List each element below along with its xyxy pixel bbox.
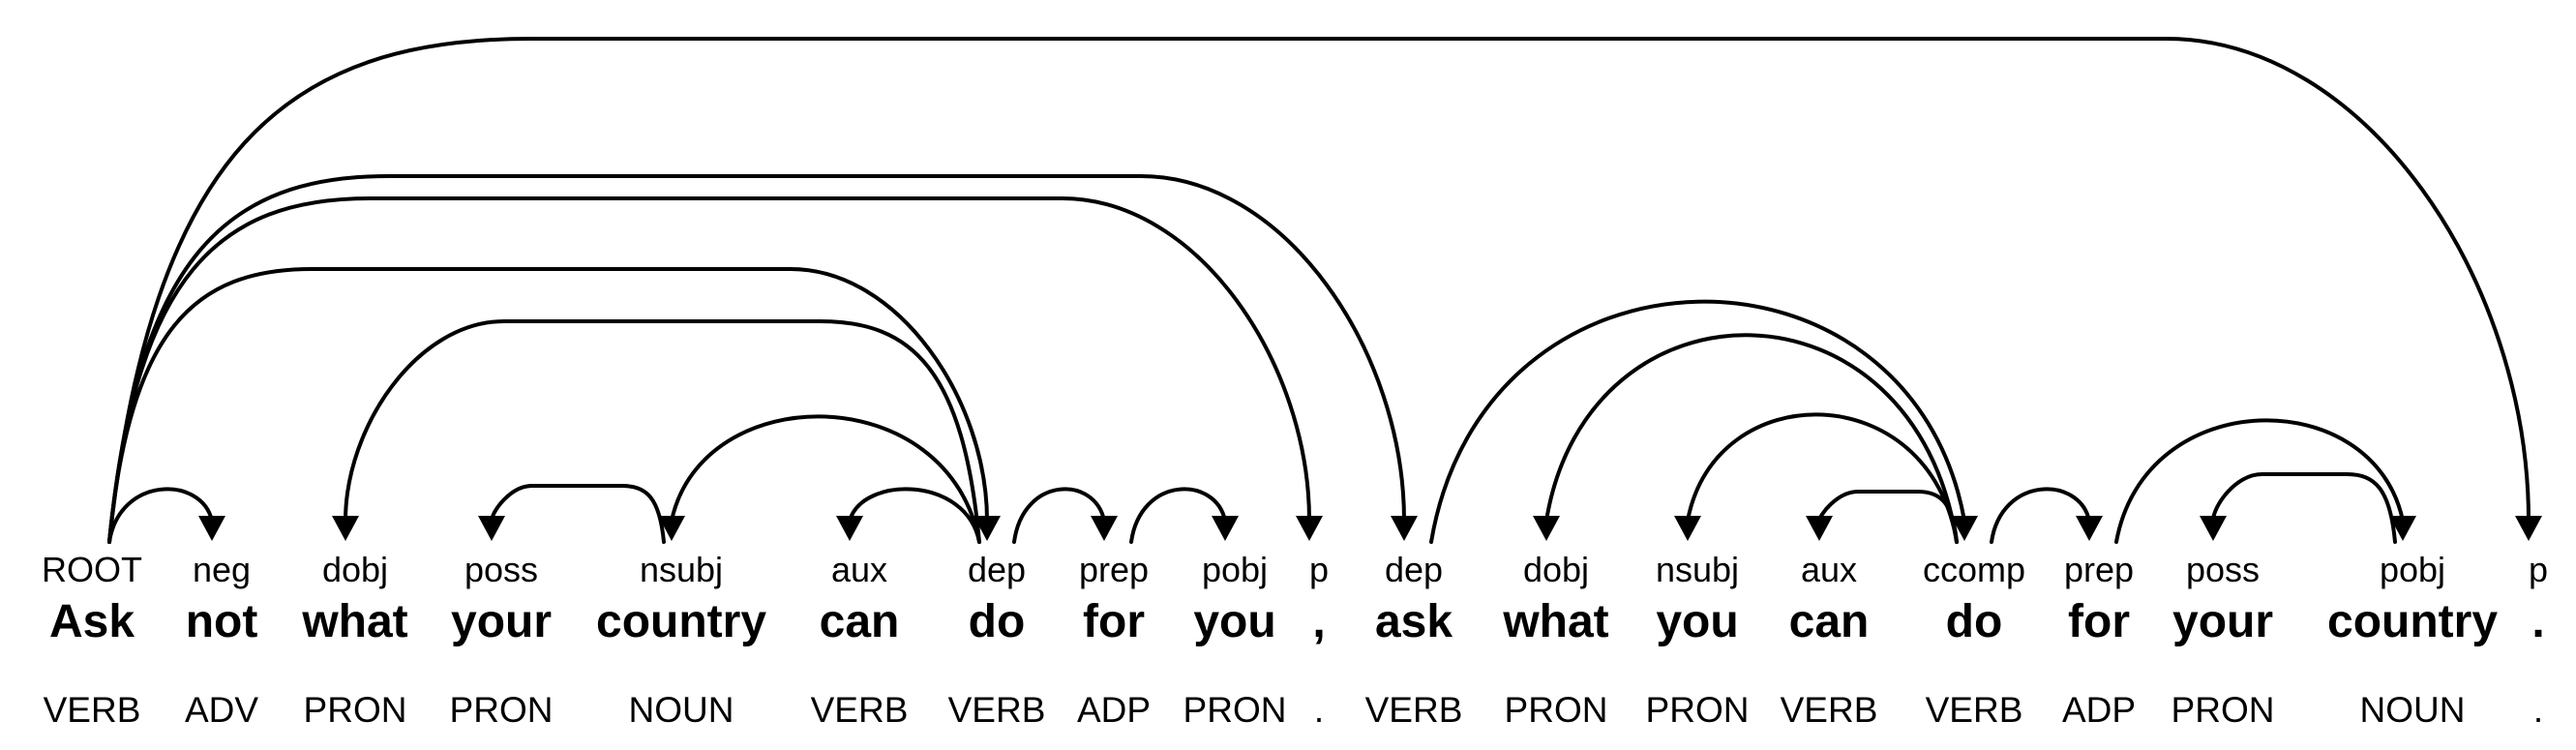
arrowhead-icon [332, 516, 359, 541]
dep-relation-label: aux [830, 550, 888, 589]
arrowhead-icon [1806, 516, 1833, 541]
token-word: what [302, 596, 408, 647]
pos-tag: ADP [2061, 690, 2137, 730]
dependency-arc-pobj-15-17 [2114, 418, 2405, 544]
dependency-arc-ccomp-10-14 [1429, 299, 1966, 544]
dependency-arc-neg-0-1 [107, 487, 214, 544]
token-word: ask [1374, 596, 1453, 647]
dep-relation-label: nsubj [1655, 550, 1740, 589]
dependency-arc-p-0-9 [107, 196, 1311, 544]
dependency-arc-prep-6-7 [1012, 487, 1106, 544]
dep-relation-label: nsubj [639, 550, 724, 589]
pos-tag: PRON [2171, 690, 2275, 730]
dependency-arc-nsubj-6-4 [670, 414, 981, 544]
arrowhead-icon [1674, 516, 1701, 541]
arrowhead-icon [2076, 516, 2103, 541]
token-word: for [2068, 596, 2130, 647]
pos-tag: VERB [947, 690, 1046, 730]
pos-tag: PRON [1645, 690, 1750, 730]
dependency-arc-poss-17-16 [2211, 472, 2397, 544]
pos-tag: VERB [1925, 690, 2023, 730]
dep-relation-label: dep [967, 550, 1027, 589]
dep-relation-label: p [1308, 550, 1330, 589]
arrowhead-icon [973, 516, 1001, 541]
pos-tag: PRON [1504, 690, 1608, 730]
arrowhead-icon [2200, 516, 2227, 541]
dep-relation-label: pobj [1201, 550, 1269, 589]
dependency-arc-dep-0-6 [107, 267, 989, 544]
token-word: you [1193, 596, 1276, 647]
pos-tag: . [2532, 690, 2544, 730]
dependency-arc-prep-14-15 [1990, 487, 2091, 544]
token-word: your [450, 596, 553, 647]
dep-relation-label: pobj [2379, 550, 2446, 589]
dep-relation-label: dep [1384, 550, 1444, 589]
arrowhead-icon [2389, 516, 2416, 541]
token-word: not [185, 596, 258, 647]
dep-relation-label: p [2528, 550, 2549, 589]
token-word: can [819, 596, 900, 647]
arrowhead-icon [1212, 516, 1239, 541]
dependency-arc-p-0-18 [107, 37, 2531, 544]
pos-tag: VERB [810, 690, 909, 730]
token-word: you [1656, 596, 1739, 647]
pos-tag: VERB [1364, 690, 1463, 730]
dep-relation-label: poss [2185, 550, 2261, 589]
dependency-arc-pobj-7-8 [1129, 487, 1227, 544]
pos-tag: VERB [43, 690, 141, 730]
token-word: do [968, 596, 1026, 647]
dep-relation-label: neg [192, 550, 252, 589]
token-word: what [1503, 596, 1609, 647]
dep-relation-label: ROOT [42, 550, 142, 589]
token-word: do [1945, 596, 2003, 647]
dependency-arc-dobj-14-11 [1544, 333, 1959, 544]
dependency-arc-aux-6-5 [848, 487, 981, 544]
pos-tag: ADP [1076, 690, 1152, 730]
dep-relation-label: dobj [1522, 550, 1590, 589]
pos-tag: NOUN [628, 690, 734, 730]
dependency-arc-aux-14-13 [1817, 490, 1959, 544]
token-word: country [2326, 596, 2499, 647]
arrowhead-icon [658, 516, 685, 541]
arrowhead-icon [1296, 516, 1323, 541]
token-word: . [2531, 596, 2545, 647]
dependency-arc-dobj-6-2 [344, 319, 981, 544]
pos-tag: NOUN [2359, 690, 2466, 730]
arrowhead-icon [1391, 516, 1418, 541]
token-word: , [1312, 596, 1326, 647]
arrowhead-icon [1951, 516, 1978, 541]
arrowhead-icon [2515, 516, 2542, 541]
dep-relation-label: prep [2063, 550, 2135, 589]
dep-relation-label: aux [1800, 550, 1858, 589]
pos-tag: PRON [1183, 690, 1287, 730]
pos-tag: . [1313, 690, 1325, 730]
token-word: country [595, 596, 767, 647]
token-word: for [1083, 596, 1145, 647]
dep-relation-label: dobj [321, 550, 389, 589]
dep-relation-label: ccomp [1922, 550, 2026, 589]
dep-relation-label: poss [464, 550, 539, 589]
arrowhead-icon [1091, 516, 1118, 541]
dep-relation-label: prep [1078, 550, 1150, 589]
arrowhead-icon [836, 516, 863, 541]
token-word: your [2172, 596, 2274, 647]
arrowhead-icon [1533, 516, 1560, 541]
token-word: can [1788, 596, 1870, 647]
arrowhead-icon [478, 516, 505, 541]
pos-tag: PRON [303, 690, 407, 730]
pos-tag: ADV [184, 690, 259, 730]
dependency-arc-dep-0-10 [107, 174, 1406, 544]
token-word: Ask [48, 596, 135, 647]
dependency-arc-nsubj-14-12 [1686, 412, 1959, 544]
pos-tag: VERB [1780, 690, 1878, 730]
pos-tag: PRON [449, 690, 554, 730]
dependency-arc-poss-4-3 [490, 484, 666, 544]
arrowhead-icon [198, 516, 225, 541]
